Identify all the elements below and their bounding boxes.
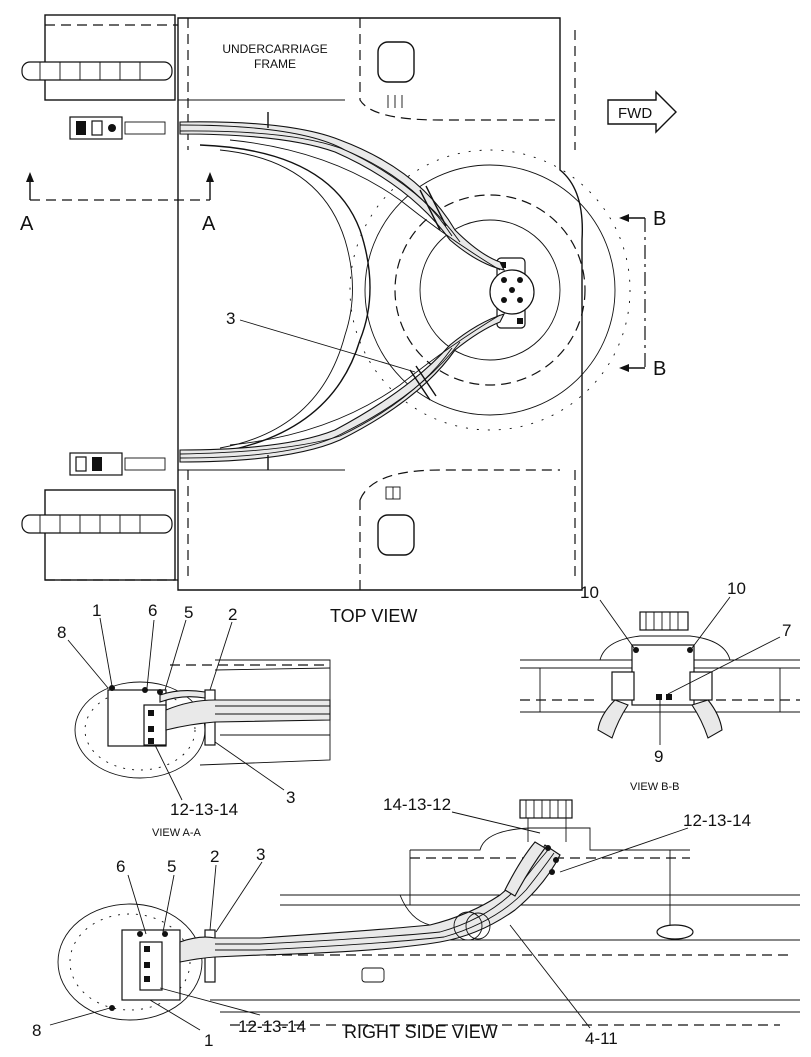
- callout-bb-9: 9: [654, 747, 663, 766]
- view-bb-caption: VIEW B-B: [630, 781, 680, 793]
- callout-aa-1: 1: [92, 601, 101, 620]
- section-b-top-label: B: [653, 208, 666, 230]
- right-side-view: 14-13-12 12-13-14 6 5 2 3 8 1 12-13-14 4…: [32, 795, 800, 1050]
- lower-track-motor: [21, 452, 176, 581]
- top-view-caption: TOP VIEW: [330, 606, 417, 626]
- fwd-label: FWD: [618, 105, 652, 122]
- callout-aa-3: 3: [286, 788, 295, 807]
- section-a-indicator: A A: [20, 172, 216, 235]
- view-aa-caption: VIEW A-A: [152, 827, 202, 839]
- callout-bb-10-left: 10: [580, 583, 599, 602]
- callout-aa-8: 8: [57, 623, 66, 642]
- section-a-left-label: A: [20, 213, 34, 235]
- callout-rs-8: 8: [32, 1021, 41, 1040]
- callout-rs-2: 2: [210, 847, 219, 866]
- top-view: FWD UNDERCARRIAGE FRAME A A B B 3 T: [20, 14, 677, 626]
- upper-track-motor: [21, 14, 176, 140]
- callout-aa-6: 6: [148, 601, 157, 620]
- fwd-arrow: FWD: [607, 90, 677, 134]
- callout-rs-3: 3: [256, 845, 265, 864]
- right-side-view-caption: RIGHT SIDE VIEW: [344, 1022, 498, 1042]
- section-a-right-label: A: [202, 213, 216, 235]
- view-aa: 8 1 6 5 2 3 12-13-14 VIEW A-A: [57, 601, 331, 839]
- callout-rs-12-13-14-top: 12-13-14: [683, 811, 751, 830]
- callout-aa-5: 5: [184, 603, 193, 622]
- frame-label-line2: FRAME: [254, 57, 296, 71]
- callout-aa-2: 2: [228, 605, 237, 624]
- callout-bb-7: 7: [782, 621, 791, 640]
- callout-rs-1: 1: [204, 1031, 213, 1050]
- view-bb: 10 10 7 9 VIEW B-B: [520, 579, 800, 793]
- callout-aa-12-13-14: 12-13-14: [170, 800, 238, 819]
- section-b-indicator: B B: [619, 208, 666, 380]
- callout-top-3: 3: [226, 309, 235, 328]
- center-swivel: [489, 257, 535, 329]
- callout-bb-10-right: 10: [727, 579, 746, 598]
- callout-rs-12-13-14-bottom: 12-13-14: [238, 1017, 306, 1036]
- section-b-bottom-label: B: [653, 358, 666, 380]
- frame-label-line1: UNDERCARRIAGE: [222, 42, 327, 56]
- callout-rs-5: 5: [167, 857, 176, 876]
- callout-rs-14-13-12: 14-13-12: [383, 795, 451, 814]
- callout-rs-4-11: 4-11: [585, 1029, 618, 1048]
- callout-rs-6: 6: [116, 857, 125, 876]
